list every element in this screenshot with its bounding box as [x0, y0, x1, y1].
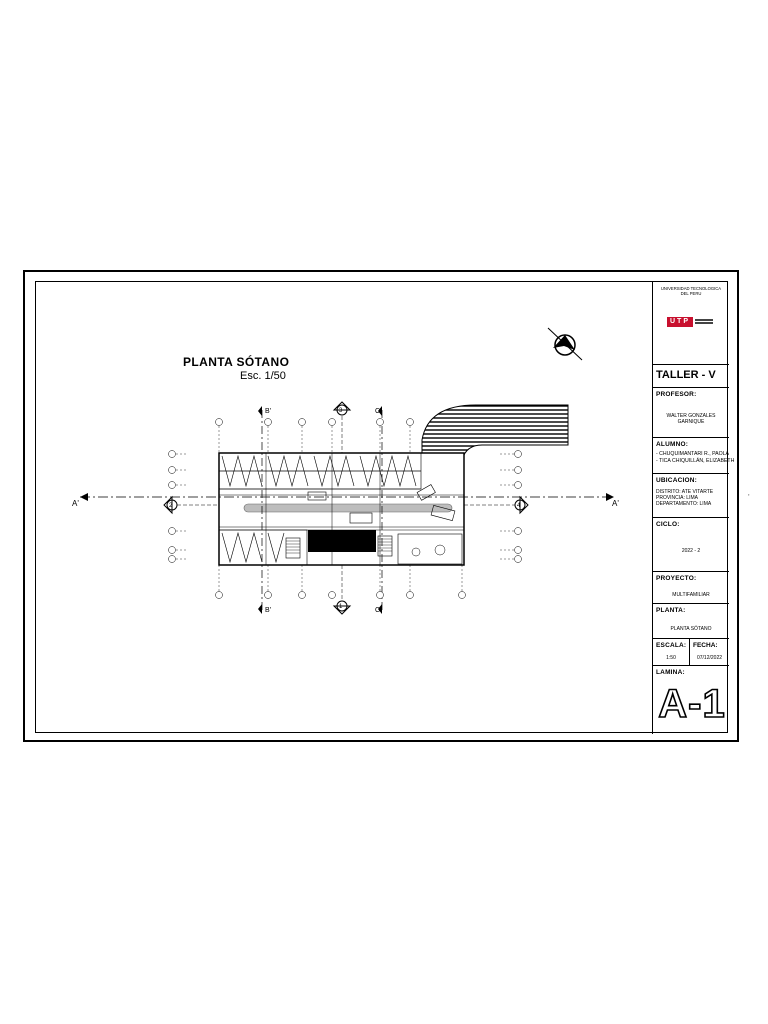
- proyecto-value: MULTIFAMILIAR: [672, 592, 710, 598]
- elevation-marker-1: [332, 565, 352, 615]
- planta-cell: PLANTA: PLANTA SÓTANO: [653, 604, 729, 639]
- departamento: DEPARTAMENTO: LIMA: [656, 501, 712, 507]
- elevation-4-label: 4: [517, 503, 521, 509]
- lamina-cell: LAMINA: A-1: [653, 666, 729, 734]
- profesor-cell: PROFESOR: WALTER GONZALES GARNIQUE: [653, 388, 729, 438]
- distrito: DISTRITO: ATE VITARTE: [656, 489, 714, 495]
- university-line-2: DEL PERU: [680, 291, 702, 296]
- ciclo-cell: CICLO: 2022 - 2: [653, 518, 729, 572]
- alumno-label: ALUMNO:: [656, 441, 689, 448]
- section-c-top-label: C': [375, 408, 381, 415]
- alumno-1: - CHUQUIMANTARI R., PAOLA: [656, 451, 730, 457]
- north-arrow-icon: [547, 327, 583, 361]
- course-cell: TALLER - V: [653, 365, 729, 388]
- grid-bubbles-sides: [168, 450, 522, 563]
- profesor-name-2: GARNIQUE: [677, 419, 705, 425]
- elevation-marker-3: [332, 401, 352, 453]
- fecha-value: 07/12/2022: [696, 655, 723, 661]
- ubicacion-cell: UBICACION: DISTRITO: ATE VITARTE PROVINC…: [653, 474, 729, 518]
- section-lines-bc: [261, 410, 383, 610]
- section-b-top-label: B': [265, 408, 271, 415]
- escala-fecha-cell: ESCALA: 1:50 FECHA: 07/12/2022: [653, 639, 729, 666]
- proyecto-cell: PROYECTO: MULTIFAMILIAR: [653, 572, 729, 604]
- elevation-marker-2: [163, 495, 219, 515]
- ciclo-label: CICLO:: [656, 521, 680, 528]
- utp-logo-text: UTP: [670, 318, 690, 325]
- course-title: TALLER - V: [656, 369, 716, 381]
- escala-value: 1:50: [666, 655, 676, 661]
- ubicacion-label: UBICACION:: [656, 477, 697, 484]
- section-b-bottom-label: B': [265, 607, 271, 614]
- section-c-bottom-label: C': [375, 607, 381, 614]
- profesor-name-1: WALTER GONZALES: [666, 413, 716, 419]
- elevation-3-label: 3: [339, 408, 343, 414]
- elevation-1-label: 1: [339, 604, 343, 610]
- lamina-number: A-1: [657, 682, 726, 726]
- proyecto-label: PROYECTO:: [656, 575, 697, 582]
- structural-grid: [219, 453, 464, 565]
- university-line-1: UNIVERSIDAD TECNOLOGICA: [660, 286, 722, 291]
- fecha-label: FECHA:: [693, 642, 718, 649]
- ciclo-value: 2022 - 2: [681, 548, 701, 554]
- planta-value: PLANTA SÓTANO: [670, 626, 712, 632]
- elevation-marker-4: [464, 495, 529, 515]
- sheet-inner-frame: UNIVERSIDAD TECNOLOGICA DEL PERU UTP TAL…: [35, 281, 734, 734]
- elevation-2-label: 2: [169, 503, 173, 509]
- title-block: UNIVERSIDAD TECNOLOGICA DEL PERU UTP TAL…: [652, 282, 734, 734]
- alumno-cell: ALUMNO: - CHUQUIMANTARI R., PAOLA - TICA…: [653, 438, 734, 474]
- margin-mark: ,: [748, 491, 750, 497]
- profesor-label: PROFESOR:: [656, 391, 697, 398]
- section-line-a: [80, 493, 614, 501]
- stair-core: [285, 530, 463, 565]
- alumno-2: - TICA CHIQUILLÁN, ELIZABETH: [656, 458, 735, 464]
- utp-logo: UTP: [667, 317, 715, 327]
- provincia: PROVINCIA: LIMA: [656, 495, 698, 501]
- grid-bubbles-top: [215, 418, 466, 599]
- escala-label: ESCALA:: [656, 642, 687, 649]
- driving-aisle: [219, 484, 464, 528]
- section-a-left-label: A': [72, 499, 79, 508]
- lamina-label: LAMINA:: [656, 669, 685, 676]
- plan-scale: Esc. 1/50: [240, 370, 286, 382]
- university-cell: UNIVERSIDAD TECNOLOGICA DEL PERU UTP: [653, 282, 729, 365]
- plan-title: PLANTA SÓTANO: [183, 355, 290, 369]
- drawing-sheet: UNIVERSIDAD TECNOLOGICA DEL PERU UTP TAL…: [23, 270, 739, 742]
- planta-label: PLANTA:: [656, 607, 686, 614]
- section-a-right-label: A': [612, 499, 619, 508]
